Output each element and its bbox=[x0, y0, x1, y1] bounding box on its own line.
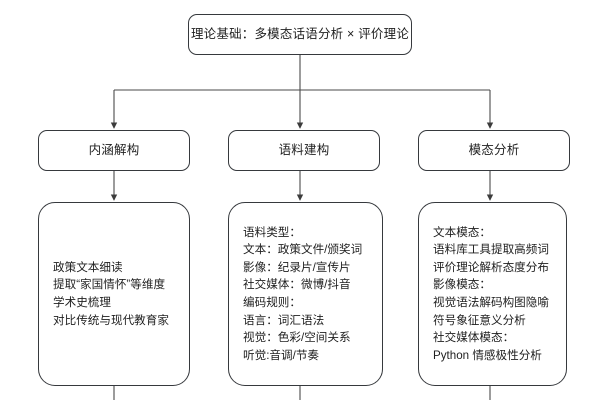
node-theoretical-basis[interactable]: 理论基础：多模态话语分析 × 评价理论 bbox=[188, 14, 412, 55]
node-detail-corpus-construction[interactable]: 语料类型： 文本：政策文件/颁奖词 影像：纪录片/宣传片 社交媒体：微博/抖音 … bbox=[228, 202, 383, 386]
detail-2-line: 语料类型： bbox=[243, 225, 301, 239]
node-theoretical-basis-label: 理论基础：多模态话语分析 × 评价理论 bbox=[190, 27, 410, 42]
detail-2-line: 影像：纪录片/宣传片 bbox=[243, 260, 351, 274]
node-stage-1-label: 内涵解构 bbox=[88, 143, 140, 158]
detail-2-line: 语言：词汇语法 bbox=[243, 313, 325, 327]
detail-2-line: 编码规则： bbox=[243, 296, 301, 309]
detail-2-line: 文本：政策文件/颁奖词 bbox=[243, 243, 363, 257]
detail-3-line: 语料库工具提取高频词 bbox=[433, 243, 549, 257]
detail-3-line: 评价理论解析态度分布 bbox=[433, 260, 549, 274]
detail-1-line: 提取“家国情怀”等维度 bbox=[53, 278, 166, 292]
detail-3-line: 符号象征意义分析 bbox=[433, 313, 526, 327]
detail-3-line: Python 情感极性分析 bbox=[433, 348, 542, 362]
detail-1-line: 对比传统与现代教育家 bbox=[53, 313, 169, 327]
detail-3-line: 视觉语法解码构图隐喻 bbox=[433, 296, 549, 309]
node-stage-modality-analysis[interactable]: 模态分析 bbox=[418, 130, 570, 171]
node-stage-2-label: 语料建构 bbox=[278, 143, 330, 158]
node-stage-3-label: 模态分析 bbox=[468, 143, 520, 158]
detail-3-line: 文本模态： bbox=[433, 225, 491, 239]
node-detail-1-lines: 政策文本细读 提取“家国情怀”等维度 学术史梳理 对比传统与现代教育家 bbox=[53, 259, 169, 329]
detail-2-line: 视觉：色彩/空间关系 bbox=[243, 331, 351, 345]
detail-2-line: 社交媒体：微博/抖音 bbox=[243, 278, 351, 292]
detail-3-line: 影像模态： bbox=[433, 278, 491, 292]
node-detail-2-lines: 语料类型： 文本：政策文件/颁奖词 影像：纪录片/宣传片 社交媒体：微博/抖音 … bbox=[243, 224, 362, 365]
node-stage-connotation-deconstruction[interactable]: 内涵解构 bbox=[38, 130, 190, 171]
node-detail-modality-analysis[interactable]: 文本模态： 语料库工具提取高频词 评价理论解析态度分布 影像模态： 视觉语法解码… bbox=[418, 202, 567, 386]
detail-1-line: 政策文本细读 bbox=[53, 260, 123, 274]
detail-2-line: 听觉:音调/节奏 bbox=[243, 348, 320, 362]
detail-3-line: 社交媒体模态： bbox=[433, 331, 515, 345]
node-detail-3-lines: 文本模态： 语料库工具提取高频词 评价理论解析态度分布 影像模态： 视觉语法解码… bbox=[433, 224, 549, 365]
node-stage-corpus-construction[interactable]: 语料建构 bbox=[228, 130, 380, 171]
node-detail-connotation-deconstruction[interactable]: 政策文本细读 提取“家国情怀”等维度 学术史梳理 对比传统与现代教育家 bbox=[38, 202, 190, 386]
detail-1-line: 学术史梳理 bbox=[53, 296, 111, 309]
